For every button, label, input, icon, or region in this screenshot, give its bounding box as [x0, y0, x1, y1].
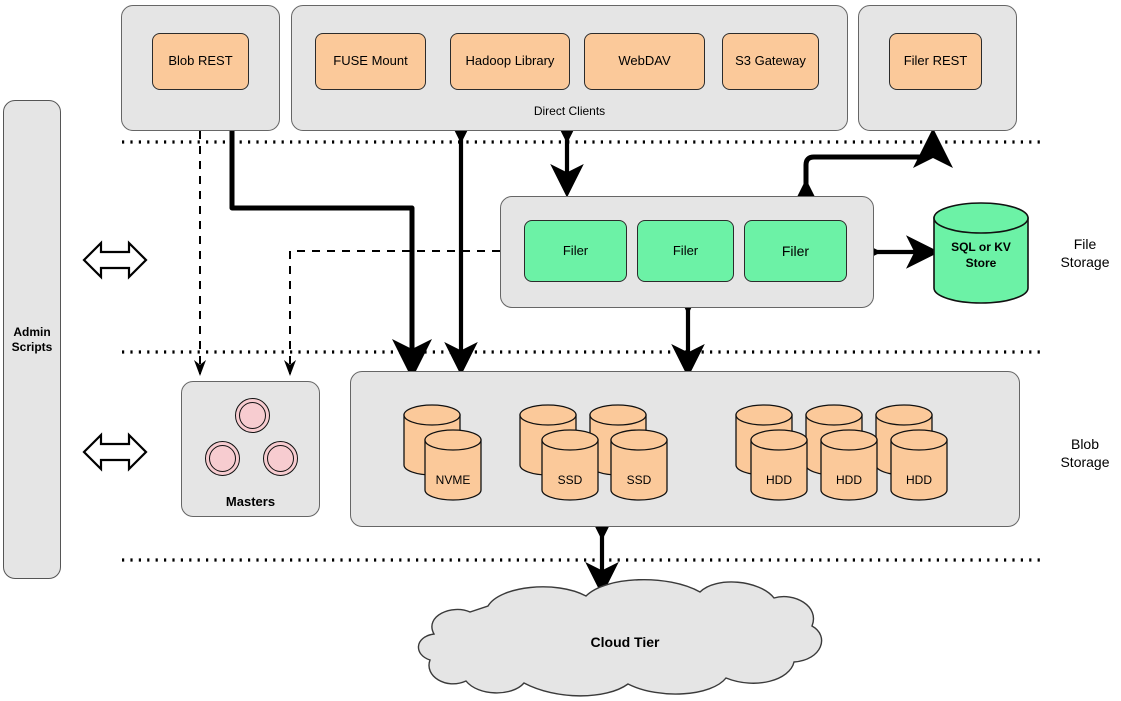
disk-ssd-front-1[interactable]: SSD: [541, 429, 599, 501]
master-ring-1[interactable]: [235, 398, 270, 433]
admin-scripts-label-line1: Admin: [13, 324, 51, 339]
node-filer-1[interactable]: Filer: [524, 220, 627, 282]
metastore-label: SQL or KV Store: [951, 240, 1011, 270]
admin-arrow-file: [82, 240, 148, 280]
blob-storage-side-label: Blob Storage: [1060, 436, 1110, 470]
dashed-filer-to-masters: [284, 250, 500, 376]
node-filer-rest[interactable]: Filer REST: [889, 33, 982, 90]
node-blob-rest[interactable]: Blob REST: [152, 33, 249, 90]
disk-hdd-front-2[interactable]: HDD: [820, 429, 878, 501]
disk-hdd-front-1[interactable]: HDD: [750, 429, 808, 501]
node-filer-3[interactable]: Filer: [744, 220, 847, 282]
disk-hdd-front-3[interactable]: HDD: [890, 429, 948, 501]
node-s3-gateway[interactable]: S3 Gateway: [722, 33, 819, 90]
metastore-cylinder[interactable]: SQL or KV Store: [932, 202, 1030, 304]
node-fuse-mount[interactable]: FUSE Mount: [315, 33, 426, 90]
admin-scripts-box[interactable]: Admin Scripts: [3, 100, 61, 579]
masters-label: Masters: [225, 494, 276, 509]
disk-ssd-front-2[interactable]: SSD: [610, 429, 668, 501]
cloud-tier-shape: [417, 579, 823, 697]
admin-arrow-blob: [82, 432, 148, 472]
node-filer-2[interactable]: Filer: [637, 220, 734, 282]
link-blobrest-to-volumes: [229, 131, 432, 380]
master-ring-3[interactable]: [263, 441, 298, 476]
node-hadoop-library[interactable]: Hadoop Library: [450, 33, 570, 90]
disk-nvme-front-1[interactable]: NVME: [424, 429, 482, 501]
direct-clients-caption: Direct Clients: [533, 104, 606, 118]
cloud-tier-label: Cloud Tier: [590, 634, 660, 650]
file-storage-side-label: File Storage: [1060, 236, 1110, 270]
link-filerrest-to-filers: [786, 127, 953, 219]
master-ring-2[interactable]: [205, 441, 240, 476]
node-webdav[interactable]: WebDAV: [584, 33, 705, 90]
admin-scripts-label-line2: Scripts: [11, 339, 53, 354]
